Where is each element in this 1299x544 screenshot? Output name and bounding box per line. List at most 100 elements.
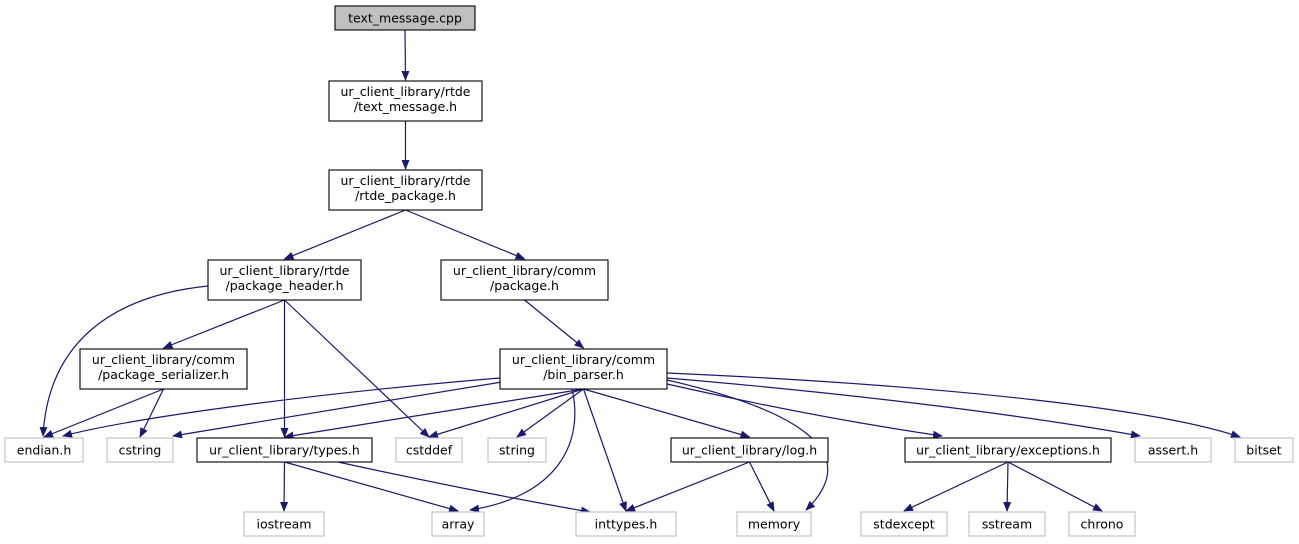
edge-types_h-to-inttypes_h [337, 461, 591, 515]
edge-exceptions_h-to-chrono [1007, 461, 1103, 512]
edge-bin_parser_h-to-inttypes_h [582, 388, 627, 512]
node-box [196, 437, 373, 463]
edge-bin_parser_h-to-exceptions_h [666, 383, 943, 439]
node-label: stdexcept [873, 517, 934, 532]
node-box [487, 437, 547, 463]
node-log_h[interactable]: ur_client_library/log.h [670, 437, 829, 463]
node-label: /text_message.h [354, 99, 457, 114]
node-label: /package.h [490, 278, 559, 293]
node-label: sstream [982, 517, 1032, 532]
node-box [499, 348, 668, 390]
node-label: ur_client_library/exceptions.h [916, 443, 1100, 458]
node-label: ur_client_library/comm [92, 352, 235, 367]
node-box [334, 5, 476, 31]
node-array: array [431, 511, 485, 537]
node-box [79, 348, 248, 390]
edge-bin_parser_h-to-cstddef [428, 388, 584, 439]
node-rtde_text_message_h[interactable]: ur_client_library/rtde/text_message.h [328, 80, 483, 122]
node-box [431, 511, 485, 537]
node-text_message_cpp[interactable]: text_message.cpp [334, 5, 476, 31]
node-label: ur_client_library/rtde [341, 84, 471, 99]
node-rtde_package_h[interactable]: ur_client_library/rtde/rtde_package.h [328, 169, 483, 211]
node-label: endian.h [17, 443, 72, 458]
node-package_serializer_h[interactable]: ur_client_library/comm/package_serialize… [79, 348, 248, 390]
node-package_header_h[interactable]: ur_client_library/rtde/package_header.h [207, 259, 362, 301]
node-label: cstddef [406, 443, 453, 458]
node-types_h[interactable]: ur_client_library/types.h [196, 437, 373, 463]
nodes-layer: text_message.cpp ur_client_library/rtde/t… [4, 5, 1294, 537]
node-memory: memory [736, 511, 812, 537]
edge-bin_parser_h-to-cstring [172, 381, 503, 439]
node-label: bitset [1246, 443, 1282, 458]
edge-bin_parser_h-to-endian_h [62, 377, 501, 438]
node-box [4, 437, 84, 463]
edge-rtde_package_h-to-package_header_h [283, 209, 406, 260]
node-stdexcept: stdexcept [860, 511, 948, 537]
node-label: ur_client_library/log.h [682, 443, 817, 458]
node-cstddef: cstddef [395, 437, 463, 463]
edge-types_h-to-array [284, 461, 459, 513]
node-box [968, 511, 1046, 537]
edge-bin_parser_h-to-string [516, 388, 584, 438]
node-box [670, 437, 829, 463]
node-box [328, 169, 483, 211]
node-label: /bin_parser.h [543, 367, 624, 382]
node-label: ur_client_library/comm [512, 352, 655, 367]
node-box [207, 259, 362, 301]
edge-package_header_h-to-endian_h [39, 285, 209, 437]
node-box [395, 437, 463, 463]
node-box [328, 80, 483, 122]
edge-exceptions_h-to-stdexcept [903, 461, 1009, 512]
node-cstring: cstring [106, 437, 174, 463]
node-iostream: iostream [243, 511, 325, 537]
node-box [243, 511, 325, 537]
node-comm_package_h[interactable]: ur_client_library/comm/package.h [440, 259, 609, 301]
node-inttypes_h: inttypes.h [575, 511, 677, 537]
node-endian_h: endian.h [4, 437, 84, 463]
node-label: chrono [1081, 517, 1124, 532]
edge-package_serializer_h-to-cstring [139, 388, 165, 438]
edge-types_h-to-iostream [280, 461, 289, 512]
node-label: cstring [119, 443, 162, 458]
node-label: ur_client_library/comm [453, 263, 596, 278]
node-label: ur_client_library/types.h [209, 443, 360, 458]
edge-bin_parser_h-to-types_h [283, 388, 584, 440]
edge-text_message_cpp-to-rtde_text_message_h [401, 29, 410, 81]
node-string: string [487, 437, 547, 463]
node-bitset: bitset [1234, 437, 1294, 463]
node-box [904, 437, 1112, 463]
node-box [106, 437, 174, 463]
node-box [860, 511, 948, 537]
edge-bin_parser_h-to-assert_h [666, 377, 1141, 439]
edge-rtde_package_h-to-comm_package_h [405, 209, 526, 260]
node-exceptions_h[interactable]: ur_client_library/exceptions.h [904, 437, 1112, 463]
node-bin_parser_h[interactable]: ur_client_library/comm/bin_parser.h [499, 348, 668, 390]
node-box [1134, 437, 1212, 463]
edge-package_header_h-to-cstddef [284, 299, 430, 438]
node-box [1234, 437, 1294, 463]
node-sstream: sstream [968, 511, 1046, 537]
node-label: ur_client_library/rtde [341, 173, 471, 188]
edge-bin_parser_h-to-memory [666, 379, 829, 511]
node-label: string [499, 443, 535, 458]
node-assert_h: assert.h [1134, 437, 1212, 463]
node-box [440, 259, 609, 301]
node-label: assert.h [1148, 443, 1198, 458]
node-label: /package_header.h [225, 278, 343, 293]
node-label: /rtde_package.h [355, 188, 456, 203]
node-label: array [442, 517, 475, 532]
node-label: inttypes.h [595, 517, 658, 532]
node-box [575, 511, 677, 537]
edge-exceptions_h-to-sstream [1003, 461, 1012, 512]
edge-package_header_h-to-package_serializer_h [162, 299, 285, 349]
edge-comm_package_h-to-bin_parser_h [524, 299, 585, 349]
node-box [736, 511, 812, 537]
edge-bin_parser_h-to-array [469, 388, 576, 513]
edge-bin_parser_h-to-log_h [583, 388, 751, 439]
node-label: text_message.cpp [348, 11, 462, 26]
node-label: ur_client_library/rtde [220, 263, 350, 278]
node-box [1068, 511, 1136, 537]
edge-package_serializer_h-to-endian_h [43, 388, 164, 438]
edge-log_h-to-memory [748, 461, 775, 512]
node-label: memory [748, 517, 801, 532]
